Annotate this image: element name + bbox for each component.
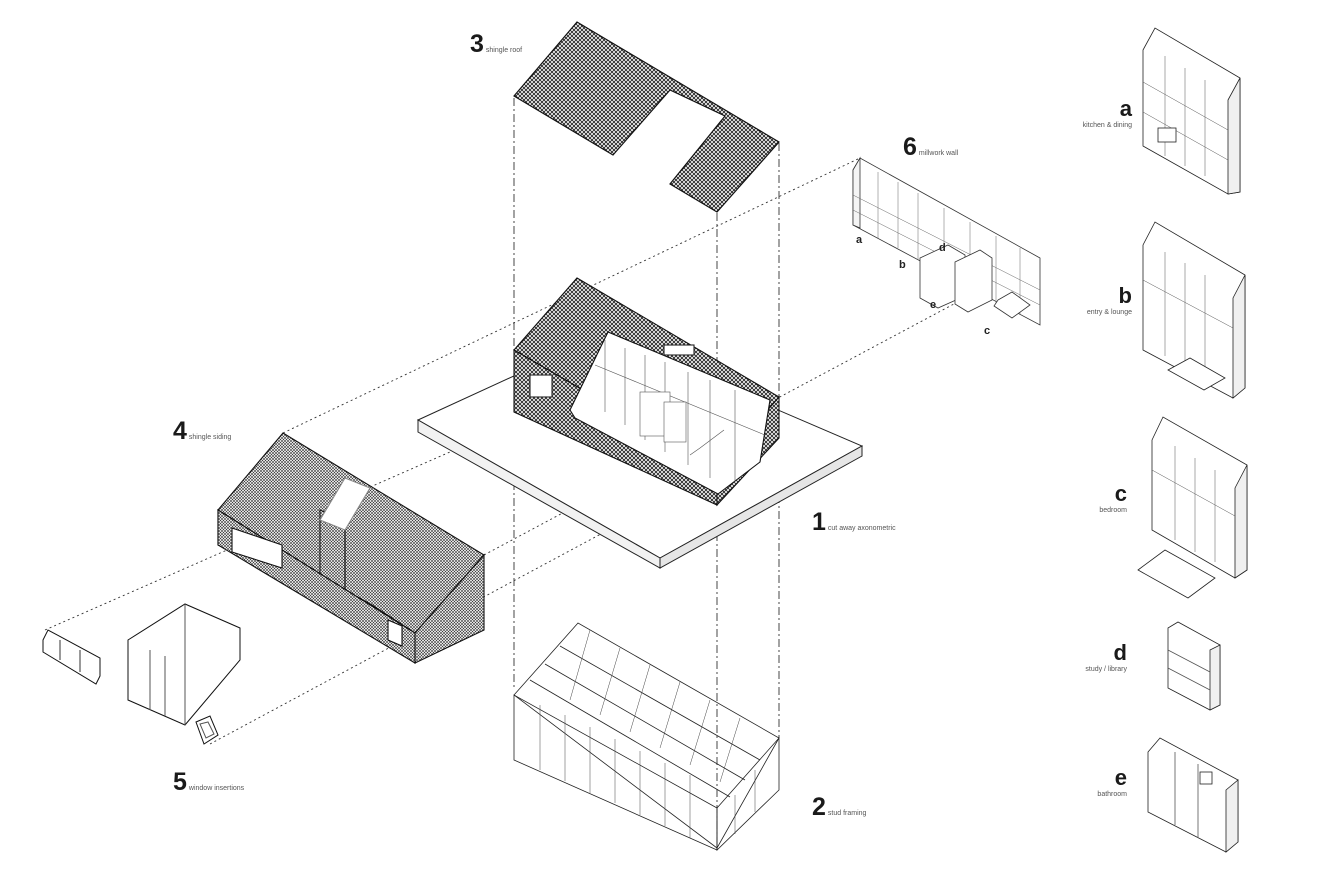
- module-b-entry-lounge: [1142, 221, 1246, 399]
- module-d-study-library: [1167, 621, 1221, 711]
- component-caption: cut away axonometric: [827, 525, 896, 532]
- module-caption: entry & lounge: [1086, 309, 1132, 316]
- module-a-kitchen-dining: [1142, 27, 1241, 195]
- shingle-siding: [217, 432, 485, 664]
- module-label-c: c bedroom: [1072, 481, 1127, 514]
- module-letter: a: [1119, 96, 1132, 121]
- window-insertions: [42, 603, 241, 745]
- millwork-marker-d: d: [939, 242, 946, 254]
- millwork-wall: [852, 156, 1041, 326]
- component-caption: millwork wall: [918, 150, 959, 157]
- module-label-d: d study / library: [1062, 640, 1127, 673]
- millwork-marker-a: a: [856, 234, 863, 246]
- module-caption: study / library: [1085, 666, 1127, 673]
- component-number: 5: [173, 768, 187, 796]
- component-caption: shingle roof: [485, 47, 523, 54]
- module-letter: e: [1114, 765, 1127, 790]
- stud-framing: [513, 622, 780, 851]
- millwork-marker-e: e: [930, 299, 937, 311]
- shingle-roof: [513, 21, 780, 213]
- module-letter: b: [1118, 283, 1132, 308]
- component-number: 4: [173, 417, 187, 445]
- component-caption: window insertions: [188, 785, 245, 792]
- module-label-b: b entry & lounge: [1072, 283, 1132, 316]
- module-label-e: e bathroom: [1072, 765, 1127, 798]
- component-number: 2: [812, 793, 826, 821]
- module-letter: d: [1113, 640, 1127, 665]
- module-label-a: a kitchen & dining: [1072, 96, 1132, 129]
- component-caption: shingle siding: [188, 434, 232, 441]
- module-caption: bedroom: [1099, 507, 1127, 514]
- module-c-bedroom: [1137, 416, 1248, 599]
- component-number: 1: [812, 508, 826, 536]
- component-caption: stud framing: [827, 810, 867, 817]
- cutaway-house: [513, 277, 780, 507]
- module-caption: bathroom: [1097, 791, 1127, 798]
- module-caption: kitchen & dining: [1082, 122, 1132, 129]
- component-number: 6: [903, 133, 917, 161]
- module-letter: c: [1114, 481, 1127, 506]
- component-number: 3: [470, 30, 484, 58]
- millwork-marker-c: c: [984, 325, 991, 337]
- millwork-marker-b: b: [899, 259, 906, 271]
- module-e-bathroom: [1147, 737, 1239, 853]
